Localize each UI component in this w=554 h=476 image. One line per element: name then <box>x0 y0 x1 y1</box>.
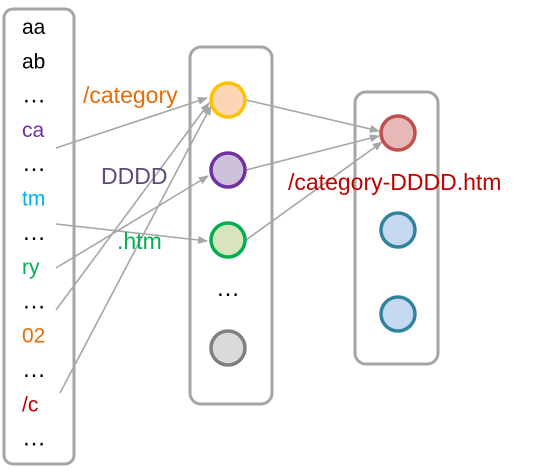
input-token: tm <box>22 188 45 211</box>
input-column-box <box>2 7 76 466</box>
edge-node2-to-right1 <box>245 134 380 171</box>
middle-node-column: … <box>209 81 247 367</box>
edge-ca-to-node1 <box>55 97 208 149</box>
input-token: /c <box>22 393 38 416</box>
middle-node <box>209 329 247 367</box>
label-htm: .htm <box>117 228 162 254</box>
right-node <box>379 114 417 152</box>
edge-ry-to-node2 <box>55 175 209 269</box>
input-token-list: aa ab … ca … tm … ry … 02 … /c … <box>22 16 46 452</box>
right-node <box>379 295 417 333</box>
input-token: 02 <box>22 325 45 348</box>
input-token: aa <box>22 16 46 39</box>
input-ellipsis: … <box>22 150 46 177</box>
input-ellipsis: … <box>22 356 46 383</box>
label-category-dddd-htm: /category-DDDD.htm <box>288 169 501 195</box>
edge-c-to-node1 <box>59 105 212 394</box>
edge-node1-to-right1 <box>245 99 380 133</box>
input-ellipsis: … <box>22 219 46 246</box>
right-node-column <box>379 114 417 333</box>
edge-tm-to-node3 <box>55 223 208 244</box>
right-node <box>379 211 417 249</box>
input-token: ab <box>22 50 45 73</box>
input-token: ca <box>22 119 45 142</box>
input-ellipsis: … <box>22 425 46 452</box>
edge-labels: /category DDDD .htm /category-DDDD.htm <box>83 82 501 254</box>
middle-ellipsis: … <box>216 275 240 302</box>
label-category: /category <box>83 82 178 108</box>
edges <box>55 97 383 394</box>
middle-node <box>209 151 247 189</box>
edge-node3-to-right1 <box>245 141 383 241</box>
input-ellipsis: … <box>22 82 46 109</box>
label-dddd: DDDD <box>101 163 167 189</box>
edge-02-to-node1 <box>55 102 210 311</box>
middle-node <box>209 81 247 119</box>
input-ellipsis: … <box>22 287 46 314</box>
input-token: ry <box>22 256 40 279</box>
middle-node <box>209 221 247 259</box>
